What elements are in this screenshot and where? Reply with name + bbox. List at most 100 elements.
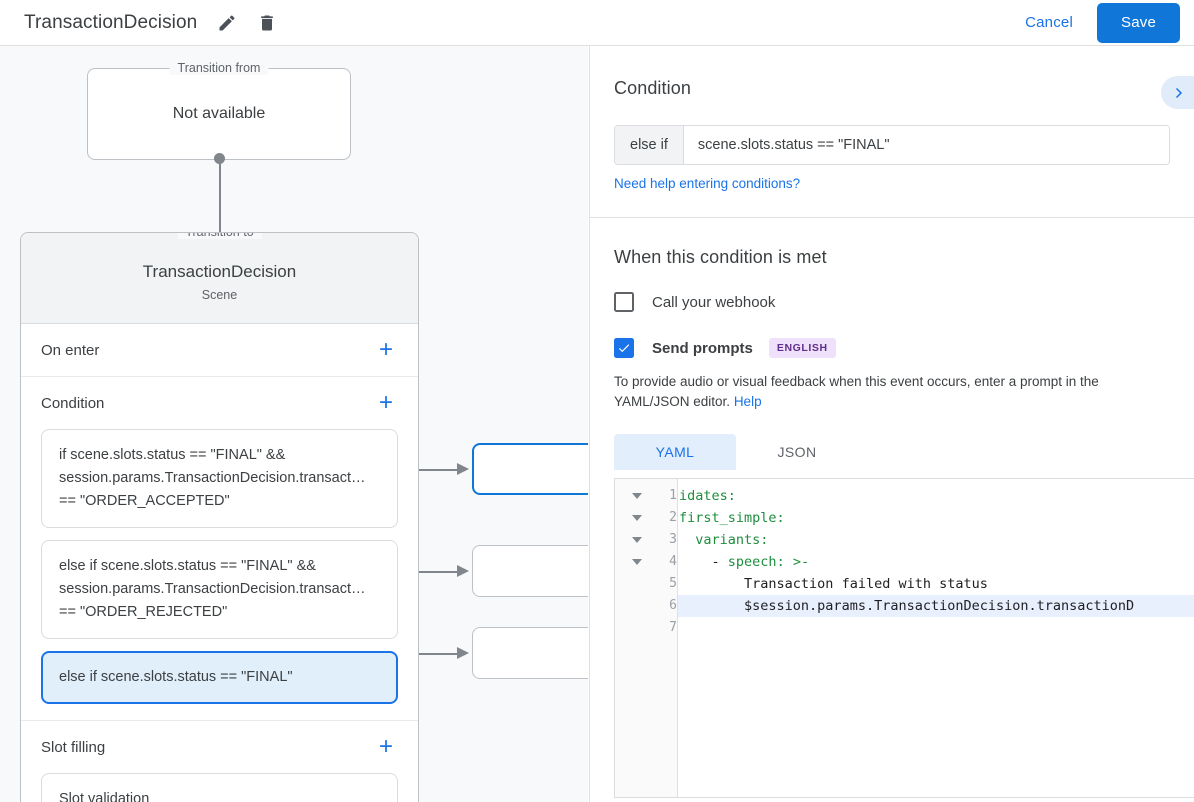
scene-type: Scene (201, 288, 238, 302)
yaml-indent: - (679, 554, 728, 570)
condition-text-line: else if scene.slots.status == "FINAL" && (59, 558, 316, 574)
yaml-rest: : >- (776, 554, 810, 570)
code-line: Transaction failed with status (678, 573, 1194, 595)
pencil-icon[interactable] (213, 9, 241, 37)
fold-toggle-2[interactable] (615, 507, 659, 529)
section-condition: Condition + if scene.slots.status == "FI… (21, 377, 418, 721)
target-box-3[interactable] (472, 627, 588, 679)
chevron-right-icon[interactable] (1161, 76, 1194, 109)
connector-line (400, 469, 458, 471)
add-slot-filling-plus-icon[interactable]: + (378, 733, 393, 760)
code-line-active: $session.params.TransactionDecision.tran… (678, 595, 1194, 617)
yaml-editor[interactable]: 1 2 3 4 5 6 7 idates: first_simple: vari… (614, 478, 1194, 798)
yaml-rest: : (776, 510, 785, 526)
condition-text-line: == "ORDER_REJECTED" (59, 604, 228, 620)
section-label-condition: Condition (41, 394, 105, 412)
connector-head (457, 463, 469, 475)
code-line: first_simple: (678, 507, 1194, 529)
condition-text-line: == "ORDER_ACCEPTED" (59, 493, 230, 509)
prompts-help-sentence: To provide audio or visual feedback when… (614, 374, 1099, 409)
condition-expression-input[interactable] (683, 126, 1169, 164)
pencil-icon-glyph (219, 14, 235, 30)
tab-yaml[interactable]: YAML (614, 434, 736, 470)
code-line: - speech: >- (678, 551, 1194, 573)
condition-item-selected[interactable]: else if scene.slots.status == "FINAL" (41, 651, 398, 704)
yaml-key: idates (679, 488, 728, 504)
fold-toggle-1[interactable] (615, 485, 659, 507)
add-condition-plus-icon[interactable]: + (378, 389, 393, 416)
yaml-indent (679, 532, 695, 548)
target-box-1[interactable] (472, 443, 588, 495)
target-box-2[interactable] (472, 545, 588, 597)
editor-format-tabs: YAML JSON (614, 434, 1170, 470)
arrow-line (219, 161, 221, 254)
arrow-dot (214, 153, 225, 164)
page-title: TransactionDecision (24, 11, 198, 33)
section-header: On enter + (21, 324, 418, 376)
save-button[interactable]: Save (1097, 2, 1180, 43)
editor-code-area[interactable]: idates: first_simple: variants: - speech… (678, 479, 1194, 797)
section-label-slot-filling: Slot filling (41, 738, 106, 756)
code-line: idates: (678, 485, 1194, 507)
condition-list: if scene.slots.status == "FINAL" && sess… (21, 429, 418, 720)
check-icon (618, 344, 630, 353)
section-header: Condition + (21, 377, 418, 429)
scene-header: TransactionDecision Scene (21, 233, 418, 324)
chevron-down-icon (632, 559, 642, 565)
send-prompts-row[interactable]: Send prompts ENGLISH (614, 338, 1170, 358)
section-header: Slot filling + (21, 721, 418, 773)
condition-text-line: else if scene.slots.status == "FINAL" (59, 669, 293, 685)
need-help-entering-conditions-link[interactable]: Need help entering conditions? (614, 176, 801, 191)
send-prompts-checkbox[interactable] (614, 338, 634, 358)
condition-text-line: session.params.TransactionDecision.trans… (59, 470, 366, 486)
trash-icon-glyph (261, 15, 274, 30)
connector-line (400, 653, 458, 655)
transition-from-card: Transition from Not available (87, 61, 351, 160)
line-number: 2 (669, 510, 677, 525)
cancel-button[interactable]: Cancel (1011, 6, 1087, 39)
transition-from-value: Not available (172, 105, 266, 122)
editor-fold-gutter (615, 479, 659, 797)
send-prompts-label: Send prompts (652, 339, 753, 357)
editor-line-numbers: 1 2 3 4 5 6 7 (659, 479, 678, 797)
condition-field: else if (614, 125, 1170, 165)
scene-canvas: Transition from Not available Transition… (0, 46, 588, 802)
yaml-value: $session.params.TransactionDecision.tran… (744, 598, 1135, 614)
help-link[interactable]: Help (733, 394, 762, 409)
connector-head (457, 647, 469, 659)
chevron-down-icon (632, 493, 642, 499)
condition-prefix-label: else if (615, 126, 684, 164)
line-number: 5 (669, 576, 677, 591)
add-on-enter-plus-icon[interactable]: + (378, 336, 393, 363)
panel-divider (590, 217, 1194, 218)
transition-from-legend: Transition from (169, 61, 269, 75)
webhook-row[interactable]: Call your webhook (614, 292, 1170, 312)
call-webhook-checkbox[interactable] (614, 292, 634, 312)
yaml-indent (679, 576, 744, 592)
connector-head (457, 565, 469, 577)
line-number: 1 (669, 488, 677, 503)
language-badge: ENGLISH (768, 338, 836, 358)
slot-validation-item[interactable]: Slot validation (41, 773, 398, 802)
yaml-indent (679, 598, 744, 614)
fold-toggle-3[interactable] (615, 529, 659, 551)
condition-item[interactable]: else if scene.slots.status == "FINAL" &&… (41, 540, 398, 639)
yaml-value: Transaction failed with status (744, 576, 988, 592)
fold-toggle-4[interactable] (615, 551, 659, 573)
section-slot-filling: Slot filling + Slot validation (21, 721, 418, 802)
yaml-key: first_simple (679, 510, 777, 526)
line-number: 6 (669, 598, 677, 613)
editor-wrap: 1 2 3 4 5 6 7 idates: first_simple: vari… (590, 478, 1194, 798)
tab-json[interactable]: JSON (777, 444, 817, 460)
condition-item[interactable]: if scene.slots.status == "FINAL" && sess… (41, 429, 398, 528)
line-number: 3 (669, 532, 677, 547)
trash-icon[interactable] (253, 9, 281, 37)
yaml-rest: : (727, 488, 736, 504)
scene-name: TransactionDecision (142, 262, 297, 281)
yaml-key: variants (695, 532, 761, 548)
code-line: variants: (678, 529, 1194, 551)
code-line (678, 617, 1194, 639)
panel-top-section: Condition else if Need help entering con… (590, 46, 1194, 193)
chevron-down-icon (632, 515, 642, 521)
chevron-down-icon (632, 537, 642, 543)
